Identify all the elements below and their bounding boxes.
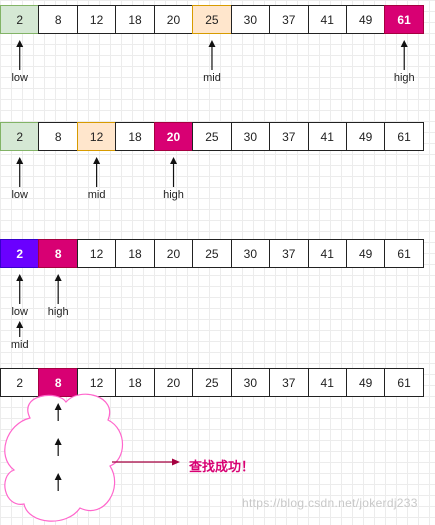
array-cell: 12 [76,122,117,151]
result-arrow-head [172,458,180,466]
cloud-shape [4,393,123,522]
array-cell: 2 [0,5,40,34]
array-cell: 18 [115,368,155,397]
array-cell: 2 [0,239,40,268]
array-cell: 30 [230,368,271,397]
pointer-arrow-head [170,157,178,164]
pointer-arrow-head [54,274,62,281]
pointer-label-mid: mid [10,339,29,351]
array-cell: 25 [192,239,232,268]
array-cell: 2 [0,122,40,151]
array-cell: 61 [384,122,424,151]
pointer-arrow-head [93,157,101,164]
pointer-arrow-head [16,321,24,328]
array-cell: 25 [192,122,232,151]
array-cell: 37 [269,5,309,34]
array-cell: 37 [269,239,309,268]
array-cell: 30 [230,5,271,34]
array-cell: 25 [192,5,232,34]
array-cell: 2 [0,368,40,397]
pointer-arrow-head [16,157,24,164]
pointer-label-high: high [393,72,415,84]
array-cell: 41 [307,122,347,151]
array-cell: 20 [153,368,194,397]
array-cell: 61 [384,368,424,397]
array-cell: 30 [230,239,271,268]
array-cell: 18 [115,122,155,151]
array-cell: 37 [269,122,309,151]
array-cell: 18 [115,5,155,34]
array-cell: 61 [384,5,424,34]
pointer-arrow-head [16,274,24,281]
array-cell: 8 [38,239,78,268]
pointer-label-low: low [11,189,28,201]
pointer-label-mid: mid [87,189,106,201]
pointer-label-high: high [47,306,69,318]
pointer-arrow-head [16,40,24,47]
pointer-label-low: low [11,72,28,84]
pointer-arrow-head [54,473,62,480]
pointer-label-high: high [163,189,184,201]
array-cell: 20 [153,122,194,151]
array-cell: 30 [230,122,271,151]
array-cell: 8 [38,5,78,34]
array-cell: 18 [115,239,155,268]
array-cell: 49 [345,239,386,268]
array-cell: 49 [345,5,386,34]
array-cell: 41 [307,239,347,268]
array-cell: 41 [307,5,347,34]
pointer-arrow-head [54,438,62,445]
pointer-label-low: low [11,306,28,318]
array-cell: 20 [153,5,194,34]
pointer-arrow-head [208,40,216,47]
pointer-arrow-head [54,403,62,410]
success-message: 查找成功！ [189,460,255,475]
pointer-label-mid: mid [203,72,221,84]
array-cell: 61 [384,239,424,268]
array-cell: 8 [38,122,78,151]
watermark: https://blog.csdn.net/jokerdj233 [242,496,418,510]
pointer-arrow-head [400,40,408,47]
